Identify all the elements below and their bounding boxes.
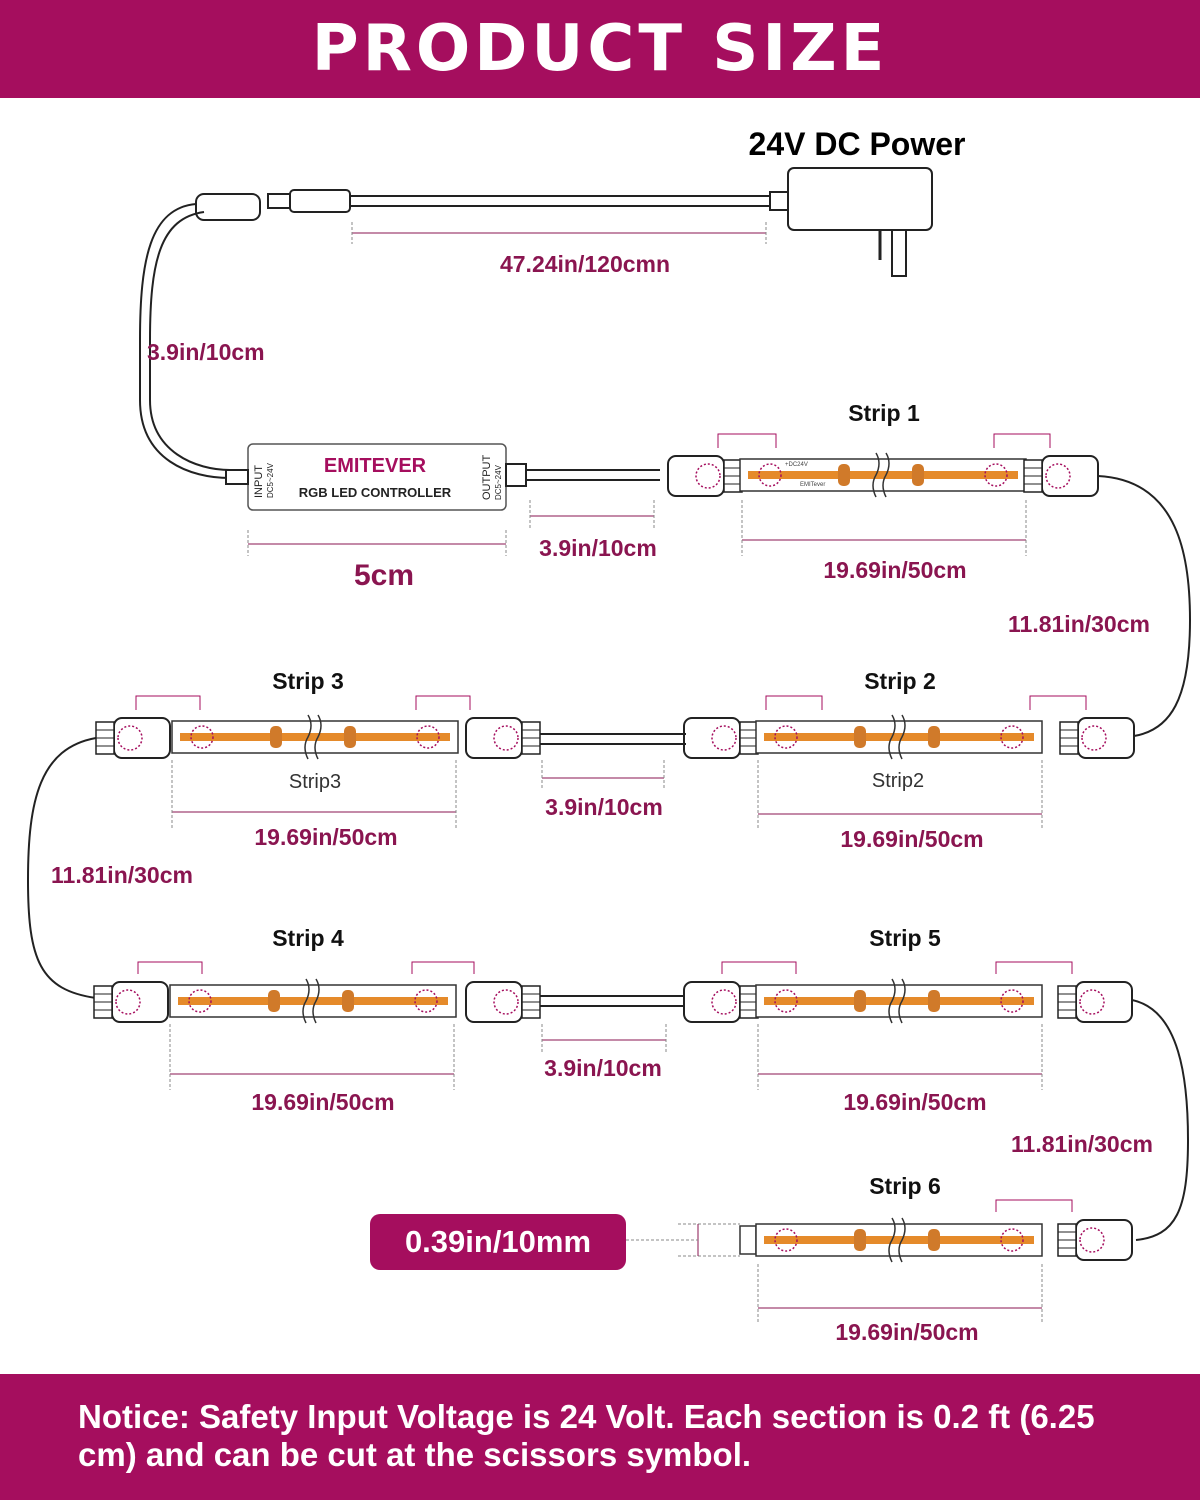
strip-2-title: Strip 2 (864, 668, 936, 694)
notice-banner: Notice: Safety Input Voltage is 24 Volt.… (0, 1374, 1200, 1500)
strip-4-title: Strip 4 (272, 925, 344, 951)
rgb-controller (225, 443, 660, 511)
strip-2-caption: Strip2 (872, 770, 924, 792)
controller-input-label: INPUT (253, 465, 265, 498)
output-lead-dimension (529, 500, 655, 528)
strip-3-title: Strip 3 (272, 668, 344, 694)
output-lead-length: 3.9in/10cm (539, 535, 657, 561)
link-5-6-length: 11.81in/30cm (1011, 1131, 1153, 1157)
controller-output-label: OUTPUT (481, 455, 493, 501)
link-2-3-dimension (541, 760, 665, 790)
strip-1-title: Strip 1 (848, 400, 920, 426)
link-3-4-length: 11.81in/30cm (51, 862, 193, 888)
power-adapter (769, 167, 933, 277)
title-banner: PRODUCT SIZE (0, 0, 1200, 98)
strip-width-label: 0.39in/10mm (405, 1224, 591, 1259)
strip-2-dimension (757, 760, 1043, 828)
strip-6 (739, 1199, 1133, 1262)
strip-1-pad-label: +DC24V (785, 462, 808, 468)
strip-1-length: 19.69in/50cm (823, 557, 966, 583)
strip-4 (93, 961, 541, 1023)
dc-cable (139, 189, 770, 479)
link-1-2-length: 11.81in/30cm (1008, 611, 1150, 637)
strip-6-title: Strip 6 (869, 1173, 941, 1199)
strip-3 (26, 695, 541, 999)
link-2-3-cable (540, 733, 686, 745)
strip-6-length: 19.69in/50cm (835, 1319, 978, 1345)
link-2-3-length: 3.9in/10cm (545, 794, 663, 820)
controller-width-dimension (247, 530, 507, 556)
strip-width-badge: 0.39in/10mm (370, 1214, 626, 1270)
strip-3-dimension (171, 760, 457, 828)
power-cable-dimension (351, 222, 767, 244)
strip-5-title: Strip 5 (869, 925, 941, 951)
link-4-5-dimension (541, 1024, 667, 1054)
wiring-diagram: 24V DC Power 47.24in/120cmn 3.9in/10cm E… (26, 126, 1192, 1345)
controller-width: 5cm (354, 559, 414, 592)
strip-1 (667, 433, 1192, 737)
strip-3-length: 19.69in/50cm (254, 824, 397, 850)
strip-width-dimension (626, 1223, 740, 1257)
strip-5 (683, 961, 1190, 1241)
page-title: PRODUCT SIZE (311, 12, 889, 86)
strip-5-length: 19.69in/50cm (843, 1089, 986, 1115)
strip-4-length: 19.69in/50cm (251, 1089, 394, 1115)
strip-6-dimension (757, 1264, 1043, 1322)
controller-output-voltage: DC5~24V (494, 464, 503, 500)
link-4-5-length: 3.9in/10cm (544, 1055, 662, 1081)
power-cable-length: 47.24in/120cmn (500, 251, 670, 277)
strip-4-dimension (169, 1024, 455, 1090)
link-4-5-cable (540, 995, 686, 1007)
controller-lead-length: 3.9in/10cm (147, 339, 265, 365)
strip-2-length: 19.69in/50cm (840, 826, 983, 852)
power-label: 24V DC Power (749, 126, 966, 162)
controller-brand: EMITEVER (324, 455, 427, 477)
controller-subtitle: RGB LED CONTROLLER (299, 485, 452, 500)
controller-input-voltage: DC5~24V (266, 462, 275, 498)
notice-text: Notice: Safety Input Voltage is 24 Volt.… (78, 1398, 1095, 1473)
strip-1-dimension (741, 500, 1027, 556)
strip-3-caption: Strip3 (289, 771, 341, 793)
strip-1-brand: EMITever (800, 482, 825, 488)
strip-2 (683, 695, 1135, 759)
strip-5-dimension (757, 1024, 1043, 1090)
